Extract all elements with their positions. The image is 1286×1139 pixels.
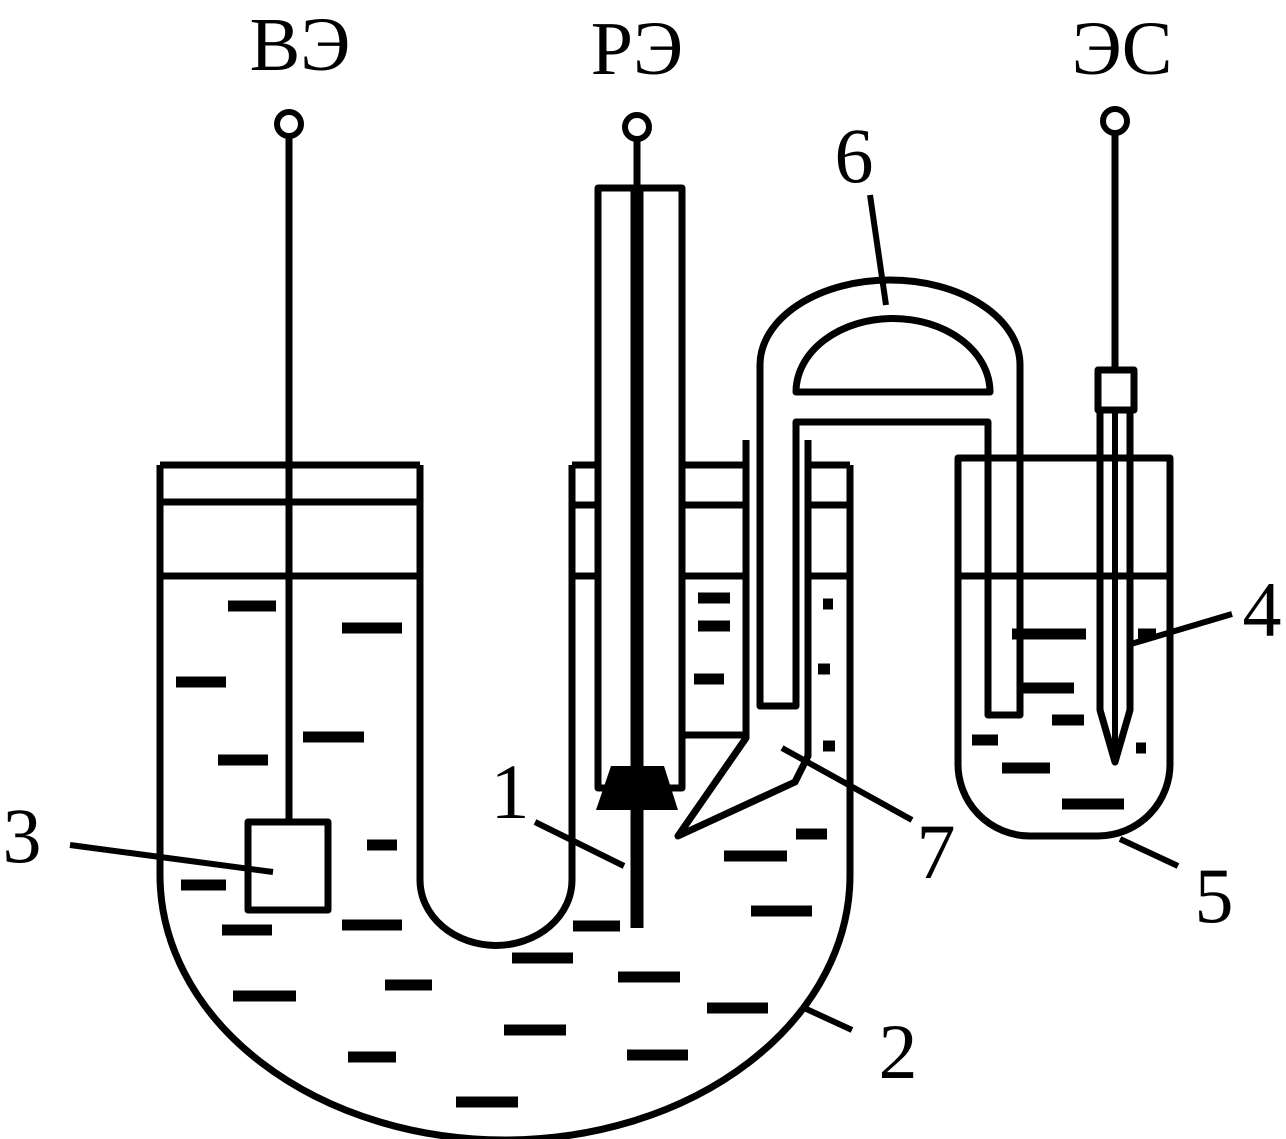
working-electrode-seal [596, 766, 678, 810]
salt-bridge-tube [756, 276, 1024, 719]
number-label-7: 7 [917, 808, 956, 895]
number-label-2: 2 [879, 1008, 918, 1095]
label-auxiliary-electrode: ВЭ [250, 3, 351, 87]
auxiliary-electrode-terminal [274, 109, 304, 139]
label-reference-electrode: ЭС [1072, 7, 1173, 91]
auxiliary-electrode-plate [244, 818, 332, 914]
reference-electrode-body [1096, 410, 1134, 766]
leader-line-3 [69, 842, 274, 875]
number-label-1: 1 [491, 748, 530, 835]
reference-vessel [954, 454, 1174, 840]
label-working-electrode: РЭ [591, 7, 683, 91]
reference-electrode-cap [1094, 366, 1138, 414]
leader-line-7 [780, 745, 914, 823]
luggin-capillary [674, 440, 812, 840]
number-label-5: 5 [1195, 852, 1234, 939]
main-cell-vessel [156, 465, 854, 1139]
leader-line-6 [867, 194, 889, 306]
reference-electrode-terminal [1100, 106, 1130, 136]
electrolyte-dashes [176, 592, 1156, 1108]
number-label-4: 4 [1243, 566, 1282, 653]
number-label-6: 6 [835, 112, 874, 199]
leader-line-2 [800, 1004, 854, 1033]
leader-line-5 [1118, 836, 1180, 869]
number-label-3: 3 [3, 792, 42, 879]
salt-bridge-inner-loop [792, 314, 994, 396]
leader-line-1 [533, 819, 626, 869]
working-electrode-terminal [622, 112, 652, 142]
